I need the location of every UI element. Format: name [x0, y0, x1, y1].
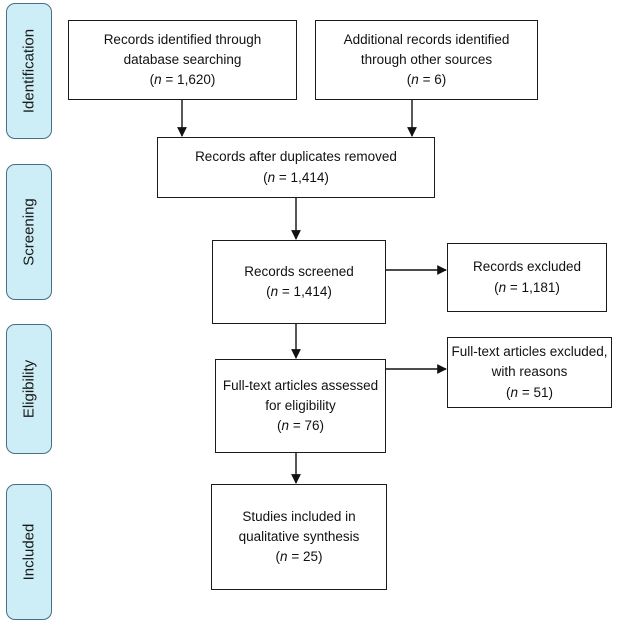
stage-label-included: Included: [20, 523, 38, 581]
box-database-search: Records identified through database sear…: [68, 20, 297, 100]
box-fulltext-assessed-count: (n = 76): [277, 418, 324, 434]
box-duplicates-removed-count: (n = 1,414): [263, 169, 329, 185]
stage-eligibility: Eligibility: [6, 324, 52, 454]
box-records-excluded-line-1: Records excluded: [472, 259, 582, 275]
count-value: = 25: [291, 549, 318, 565]
box-fulltext-excluded: Full-text articles excluded, with reason…: [447, 337, 612, 408]
box-duplicates-removed: Records after duplicates removed (n = 1,…: [157, 137, 435, 198]
count-value: = 76: [292, 418, 320, 434]
box-studies-included: Studies included in qualitative synthesi…: [211, 484, 387, 590]
n-symbol: n: [281, 418, 290, 434]
count-value: = 6: [422, 72, 442, 88]
n-symbol: n: [411, 72, 419, 88]
box-fulltext-assessed: Full-text articles assessed for eligibil…: [215, 359, 386, 453]
box-fulltext-assessed-line-1: Full-text articles assessed: [222, 377, 379, 393]
stage-identification: Identification: [6, 3, 52, 139]
box-records-screened-count: (n = 1,414): [266, 284, 332, 299]
stage-label-identification: Identification: [20, 28, 38, 114]
stage-label-screening: Screening: [20, 198, 38, 266]
box-database-search-line-1: Records identified through: [103, 31, 262, 47]
n-symbol: n: [498, 279, 507, 295]
box-fulltext-assessed-line-2: for eligibility: [265, 397, 336, 413]
count-value: = 1,620: [165, 72, 211, 88]
box-other-sources: Additional records identified through ot…: [315, 20, 538, 100]
box-records-screened-line-1: Records screened: [244, 263, 354, 279]
stage-label-eligibility: Eligibility: [20, 359, 38, 419]
n-symbol: n: [510, 384, 519, 400]
n-symbol: n: [267, 169, 276, 185]
stage-included: Included: [6, 484, 52, 620]
box-other-sources-line-1: Additional records identified: [343, 31, 510, 47]
box-database-search-count: (n = 1,620): [149, 72, 216, 88]
box-studies-included-line-2: qualitative synthesis: [238, 528, 360, 544]
box-duplicates-removed-line-1: Records after duplicates removed: [195, 149, 397, 165]
box-database-search-line-2: database searching: [123, 51, 242, 67]
count-value: = 1,414: [281, 284, 328, 299]
box-other-sources-count: (n = 6): [406, 72, 447, 88]
box-fulltext-excluded-count: (n = 51): [506, 384, 553, 400]
box-records-excluded-count: (n = 1,181): [494, 279, 560, 295]
box-other-sources-line-2: through other sources: [360, 51, 493, 67]
n-symbol: n: [270, 284, 279, 299]
box-records-excluded: Records excluded (n = 1,181): [447, 243, 607, 312]
box-studies-included-count: (n = 25): [275, 549, 323, 565]
stage-screening: Screening: [6, 164, 52, 300]
box-studies-included-line-1: Studies included in: [242, 508, 356, 524]
box-fulltext-excluded-line-2: with reasons: [491, 364, 568, 380]
count-value: = 1,414: [278, 169, 325, 185]
box-fulltext-excluded-line-1: Full-text articles excluded,: [451, 344, 608, 360]
n-symbol: n: [280, 549, 288, 565]
count-value: = 51: [521, 384, 549, 400]
count-value: = 1,181: [509, 279, 556, 295]
box-records-screened: Records screened (n = 1,414): [212, 240, 386, 324]
n-symbol: n: [154, 72, 162, 88]
